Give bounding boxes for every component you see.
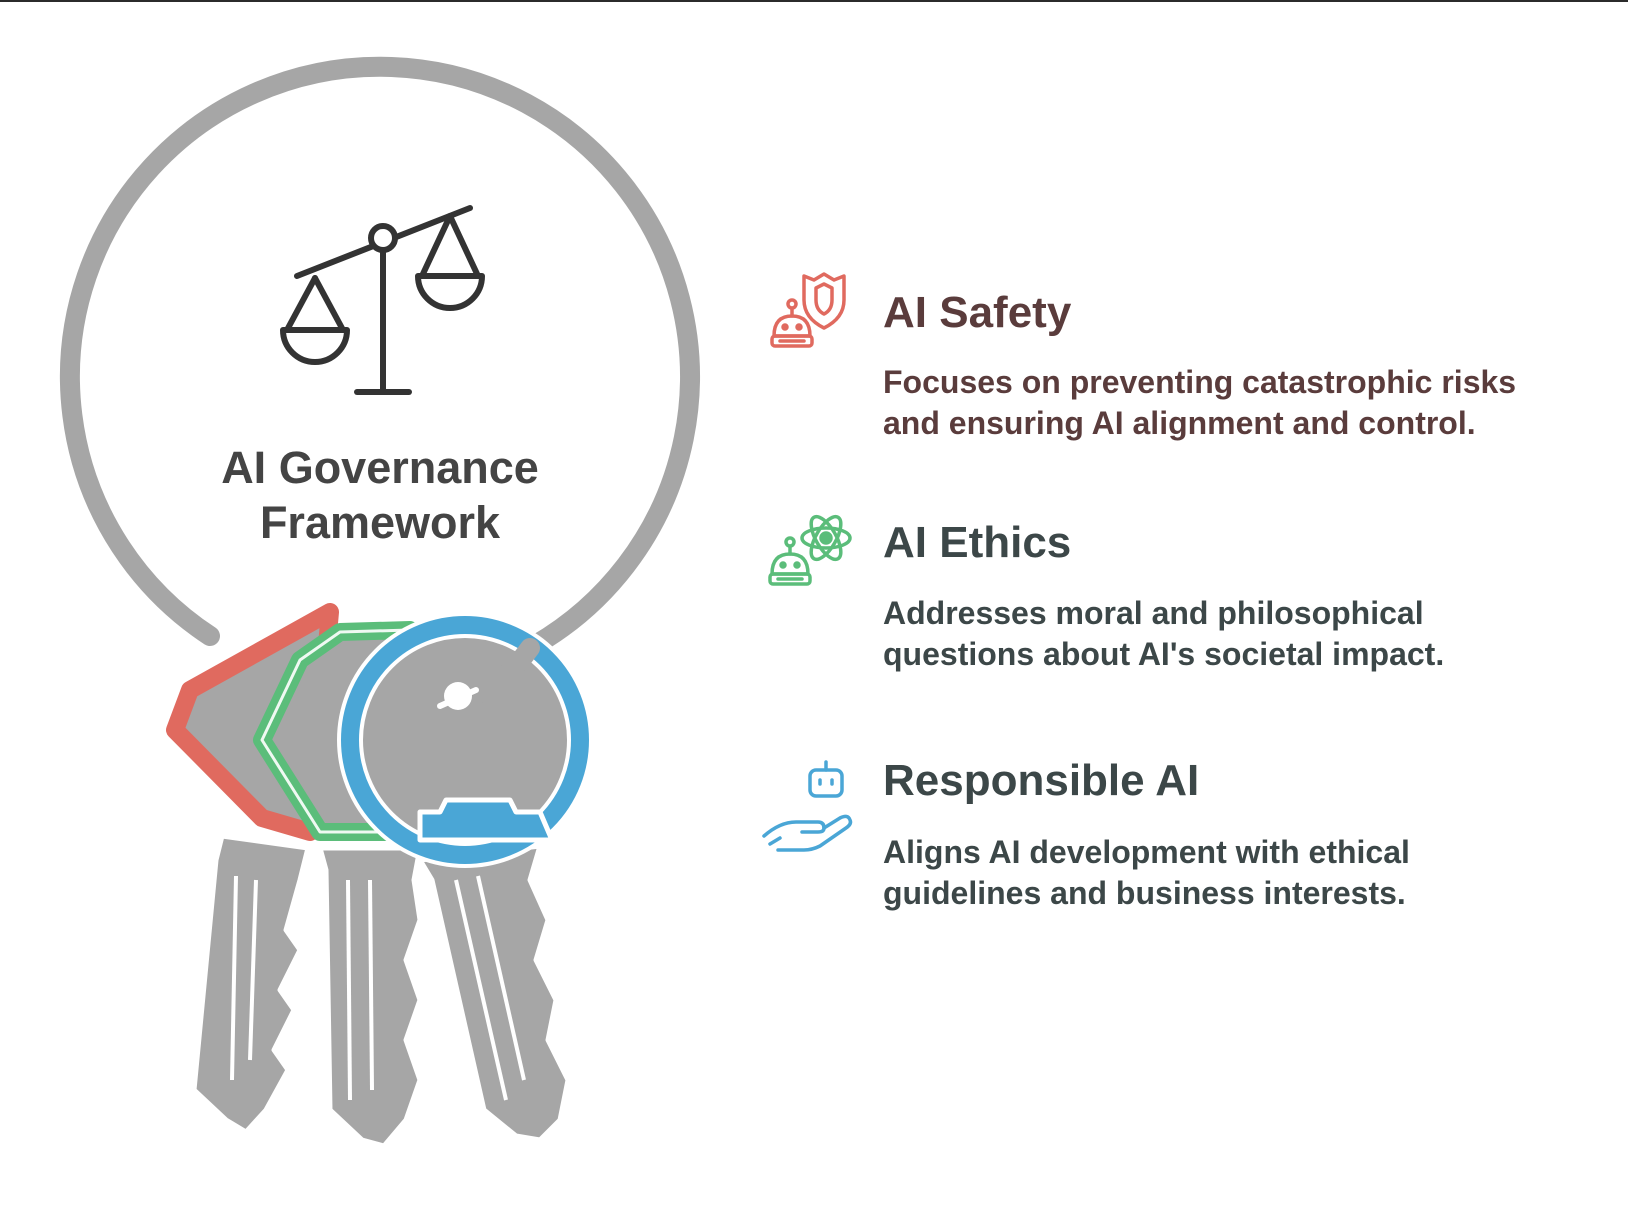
item-title: AI Safety	[883, 288, 1072, 337]
red-key-blade	[191, 833, 311, 1135]
item-ai-safety: AI Safety Focuses on preventing catastro…	[760, 270, 1560, 460]
item-description-line: guidelines and business interests.	[883, 875, 1406, 911]
robot-atom-icon	[768, 514, 852, 586]
item-ai-ethics: AI Ethics Addresses moral and philosophi…	[760, 508, 1560, 698]
item-description: Aligns AI development with ethical guide…	[883, 832, 1543, 914]
green-key-blade	[317, 845, 423, 1149]
center-title-line2: Framework	[259, 497, 501, 548]
robot-shield-icon	[770, 272, 846, 348]
item-description-line: questions about AI's societal impact.	[883, 636, 1445, 672]
robot-hand-icon	[762, 760, 853, 852]
balance-scale-icon	[280, 205, 485, 395]
item-description: Focuses on preventing catastrophic risks…	[883, 362, 1543, 444]
item-description-line: and ensuring AI alignment and control.	[883, 405, 1476, 441]
item-title: AI Ethics	[883, 518, 1072, 567]
center-title: AI Governance Framework	[165, 440, 595, 550]
blue-key-bow	[337, 612, 593, 868]
keyring-ring	[59, 56, 700, 658]
blue-key-blade	[417, 843, 571, 1143]
item-description-line: Aligns AI development with ethical	[883, 834, 1410, 870]
item-responsible-ai: Responsible AI Aligns AI development wit…	[760, 756, 1560, 950]
center-title-line1: AI Governance	[221, 442, 539, 493]
item-title: Responsible AI	[883, 756, 1200, 805]
keyring-illustration	[59, 56, 700, 1149]
item-description-line: Focuses on preventing catastrophic risks	[883, 364, 1517, 400]
top-divider	[0, 0, 1628, 2]
item-description-line: Addresses moral and philosophical	[883, 595, 1424, 631]
item-description: Addresses moral and philosophical questi…	[883, 593, 1543, 675]
